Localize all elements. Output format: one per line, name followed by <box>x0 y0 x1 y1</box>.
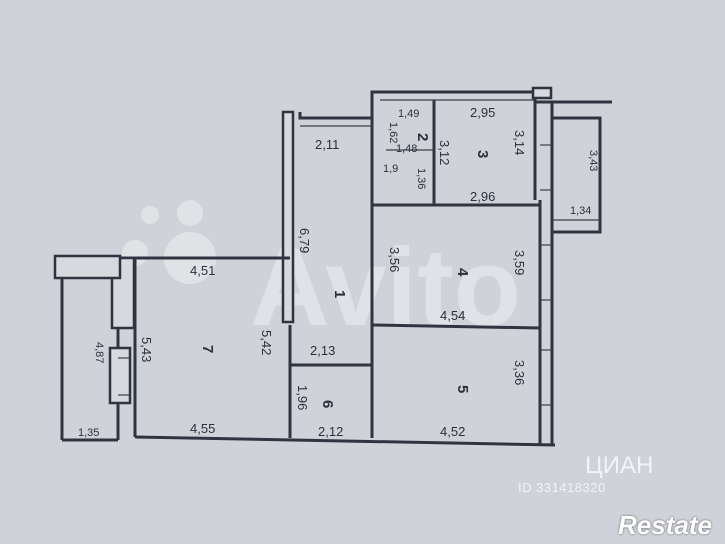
dim-1-49: 1,49 <box>398 108 419 120</box>
dim-6-79: 6,79 <box>297 228 312 253</box>
avito-watermark: Avito <box>250 226 521 349</box>
dim-2-11: 2,11 <box>315 137 339 152</box>
dim-4-87: 4,87 <box>93 342 105 363</box>
room-6-label: 6 <box>319 400 336 408</box>
dim-3-43: 3,43 <box>587 150 599 171</box>
dim-3-14: 3,14 <box>512 130 527 155</box>
room-3-label: 3 <box>474 150 491 158</box>
dim-1-48: 1,48 <box>396 143 417 155</box>
dim-5-43: 5,43 <box>139 337 154 362</box>
dim-3-12: 3,12 <box>437 140 452 165</box>
dim-2-12: 2,12 <box>318 424 343 439</box>
room-1-label: 1 <box>331 290 348 298</box>
dim-1-9: 1,9 <box>383 163 398 175</box>
dim-2-95: 2,95 <box>470 105 495 120</box>
dim-2-13: 2,13 <box>310 343 335 358</box>
dim-4-51: 4,51 <box>190 263 215 278</box>
cian-id-watermark: ID 331418320 <box>518 480 606 495</box>
cian-watermark: ЦИАН <box>585 452 654 479</box>
room-5-label: 5 <box>454 385 471 393</box>
room-7-label: 7 <box>199 345 216 353</box>
dim-1-96: 1,96 <box>295 385 310 410</box>
dim-3-36: 3,36 <box>512 360 527 385</box>
dim-4-54: 4,54 <box>440 308 465 323</box>
dim-1-35: 1,35 <box>78 427 99 439</box>
dim-2-96: 2,96 <box>470 189 495 204</box>
dim-5-42: 5,42 <box>259 330 274 355</box>
dim-1-62: 1,62 <box>387 122 399 143</box>
room-2-label: 2 <box>414 133 431 141</box>
dim-1-34: 1,34 <box>570 205 591 217</box>
dim-4-55: 4,55 <box>190 421 215 436</box>
dim-3-56: 3,56 <box>387 247 402 272</box>
balcony-right <box>553 116 602 234</box>
room-4-label: 4 <box>454 268 471 277</box>
dim-3-59: 3,59 <box>512 250 527 275</box>
interior-walls <box>288 92 541 438</box>
restate-watermark: Restate <box>618 510 712 540</box>
window-marks <box>118 144 552 406</box>
dim-4-52: 4,52 <box>440 424 465 439</box>
dim-1-36: 1,36 <box>415 168 427 189</box>
